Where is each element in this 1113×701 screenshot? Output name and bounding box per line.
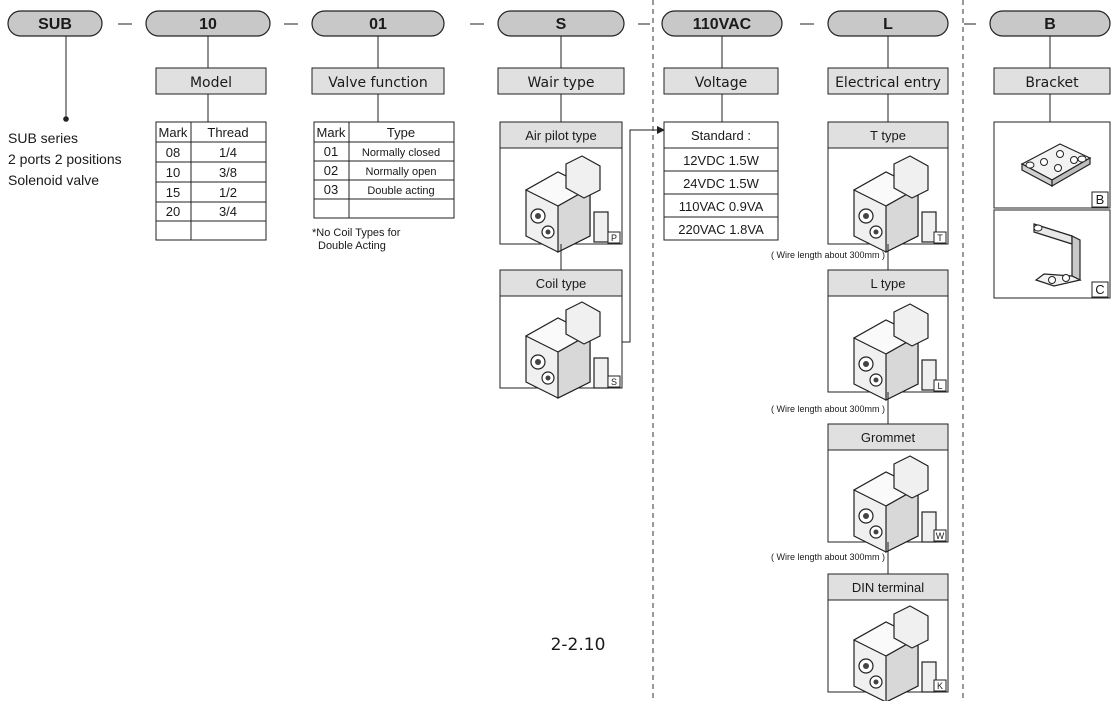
svg-text:L: L [937,381,942,391]
model-table: Mark Thread 08 1/4 10 3/8 15 1/2 20 3/4 [155,121,267,241]
entry-option-l-type: L type L [827,269,949,401]
voltage-header [663,67,779,95]
wire-length-note: ( Wire length about 300mm ) [771,552,885,562]
code-pill-model: 10 [145,10,271,37]
svg-text:Grommet: Grommet [861,430,916,445]
svg-text:T: T [937,233,943,243]
bracket-header [993,67,1111,95]
voltage-header-text: Voltage [695,75,748,91]
bracket-header-text: Bracket [1025,75,1079,91]
wire-length-note: ( Wire length about 300mm ) [771,250,885,260]
svg-text:W: W [936,531,945,541]
svg-text:C: C [1095,282,1104,297]
svg-text:SUB series: SUB series [8,130,78,146]
table-cell: 3/8 [219,165,237,180]
table-cell: 08 [166,145,180,160]
voltage-option: 110VAC 0.9VA [679,199,764,214]
code-pill-wair-type: S [497,10,625,37]
valve-function-header [311,67,445,95]
table-cell: 3/4 [219,204,237,219]
entry-option-t-type: T type T [827,121,949,253]
svg-text:Mark: Mark [159,125,188,140]
code-voltage-text: 110VAC [693,16,752,33]
code-series-text: SUB [38,16,72,33]
valve-function-table: Mark Type 01 Normally closed 02 Normally… [313,121,455,219]
svg-text:T type: T type [870,128,906,143]
svg-text:DIN terminal: DIN terminal [852,580,924,595]
table-cell: 02 [324,163,338,178]
svg-text:Solenoid valve: Solenoid valve [8,172,99,188]
bracket-option-c: C [993,209,1111,299]
electrical-entry-header-text: Electrical entry [835,75,941,91]
code-pill-valve-function: 01 [311,10,445,37]
code-wair-type-text: S [556,16,567,33]
coil-to-voltage-arrow [622,126,665,343]
wair-option-coil: Coil type S [499,269,623,399]
svg-text:S: S [611,377,617,387]
svg-text:Coil type: Coil type [536,276,587,291]
valve-function-note: Double Acting [318,240,386,252]
code-valve-function-text: 01 [369,16,387,33]
entry-option-grommet: Grommet W [827,423,949,553]
wair-option-air-pilot: Air pilot type P [499,121,623,253]
svg-text:Thread: Thread [207,125,248,140]
voltage-standard-label: Standard : [691,128,751,143]
voltage-option: 220VAC 1.8VA [678,222,764,237]
svg-text:Air pilot type: Air pilot type [525,128,597,143]
voltage-table: Standard : 12VDC 1.5W 24VDC 1.5W 110VAC … [663,121,779,241]
svg-text:2 ports 2 positions: 2 ports 2 positions [8,151,122,167]
code-pill-bracket: B [989,10,1111,37]
series-description: SUB series 2 ports 2 positions Solenoid … [8,130,122,188]
code-electrical-entry-text: L [883,16,893,33]
table-cell: 10 [166,165,180,180]
table-cell: Normally open [366,166,437,178]
code-pill-voltage: 110VAC [661,10,783,37]
table-cell: 20 [166,204,180,219]
wire-length-note: ( Wire length about 300mm ) [771,404,885,414]
page-number: 2-2.10 [551,635,606,655]
voltage-option: 12VDC 1.5W [683,153,760,168]
voltage-option: 24VDC 1.5W [683,176,760,191]
valve-function-header-text: Valve function [328,75,428,91]
entry-option-din-terminal: DIN terminal K [827,573,949,701]
svg-text:K: K [937,681,943,691]
table-cell: 03 [324,182,338,197]
model-header [155,67,267,95]
table-cell: 1/2 [219,185,237,200]
table-cell: Normally closed [362,147,440,159]
svg-text:P: P [611,233,617,243]
svg-text:L type: L type [871,276,906,291]
code-model-text: 10 [199,16,217,33]
wair-type-header [497,67,625,95]
table-cell: Double acting [367,185,434,197]
model-header-text: Model [190,75,232,91]
table-cell: 01 [324,144,338,159]
code-pill-series: SUB [7,10,103,37]
wair-type-header-text: Wair type [528,75,595,91]
table-cell: 15 [166,185,180,200]
svg-text:Type: Type [387,125,415,140]
code-pill-electrical-entry: L [827,10,949,37]
bracket-option-b: B [993,121,1111,209]
table-cell: 1/4 [219,145,237,160]
connector-dot [63,116,69,122]
svg-text:Mark: Mark [317,125,346,140]
code-bracket-text: B [1044,16,1056,33]
svg-text:B: B [1096,192,1105,207]
valve-function-note: *No Coil Types for [312,227,401,239]
